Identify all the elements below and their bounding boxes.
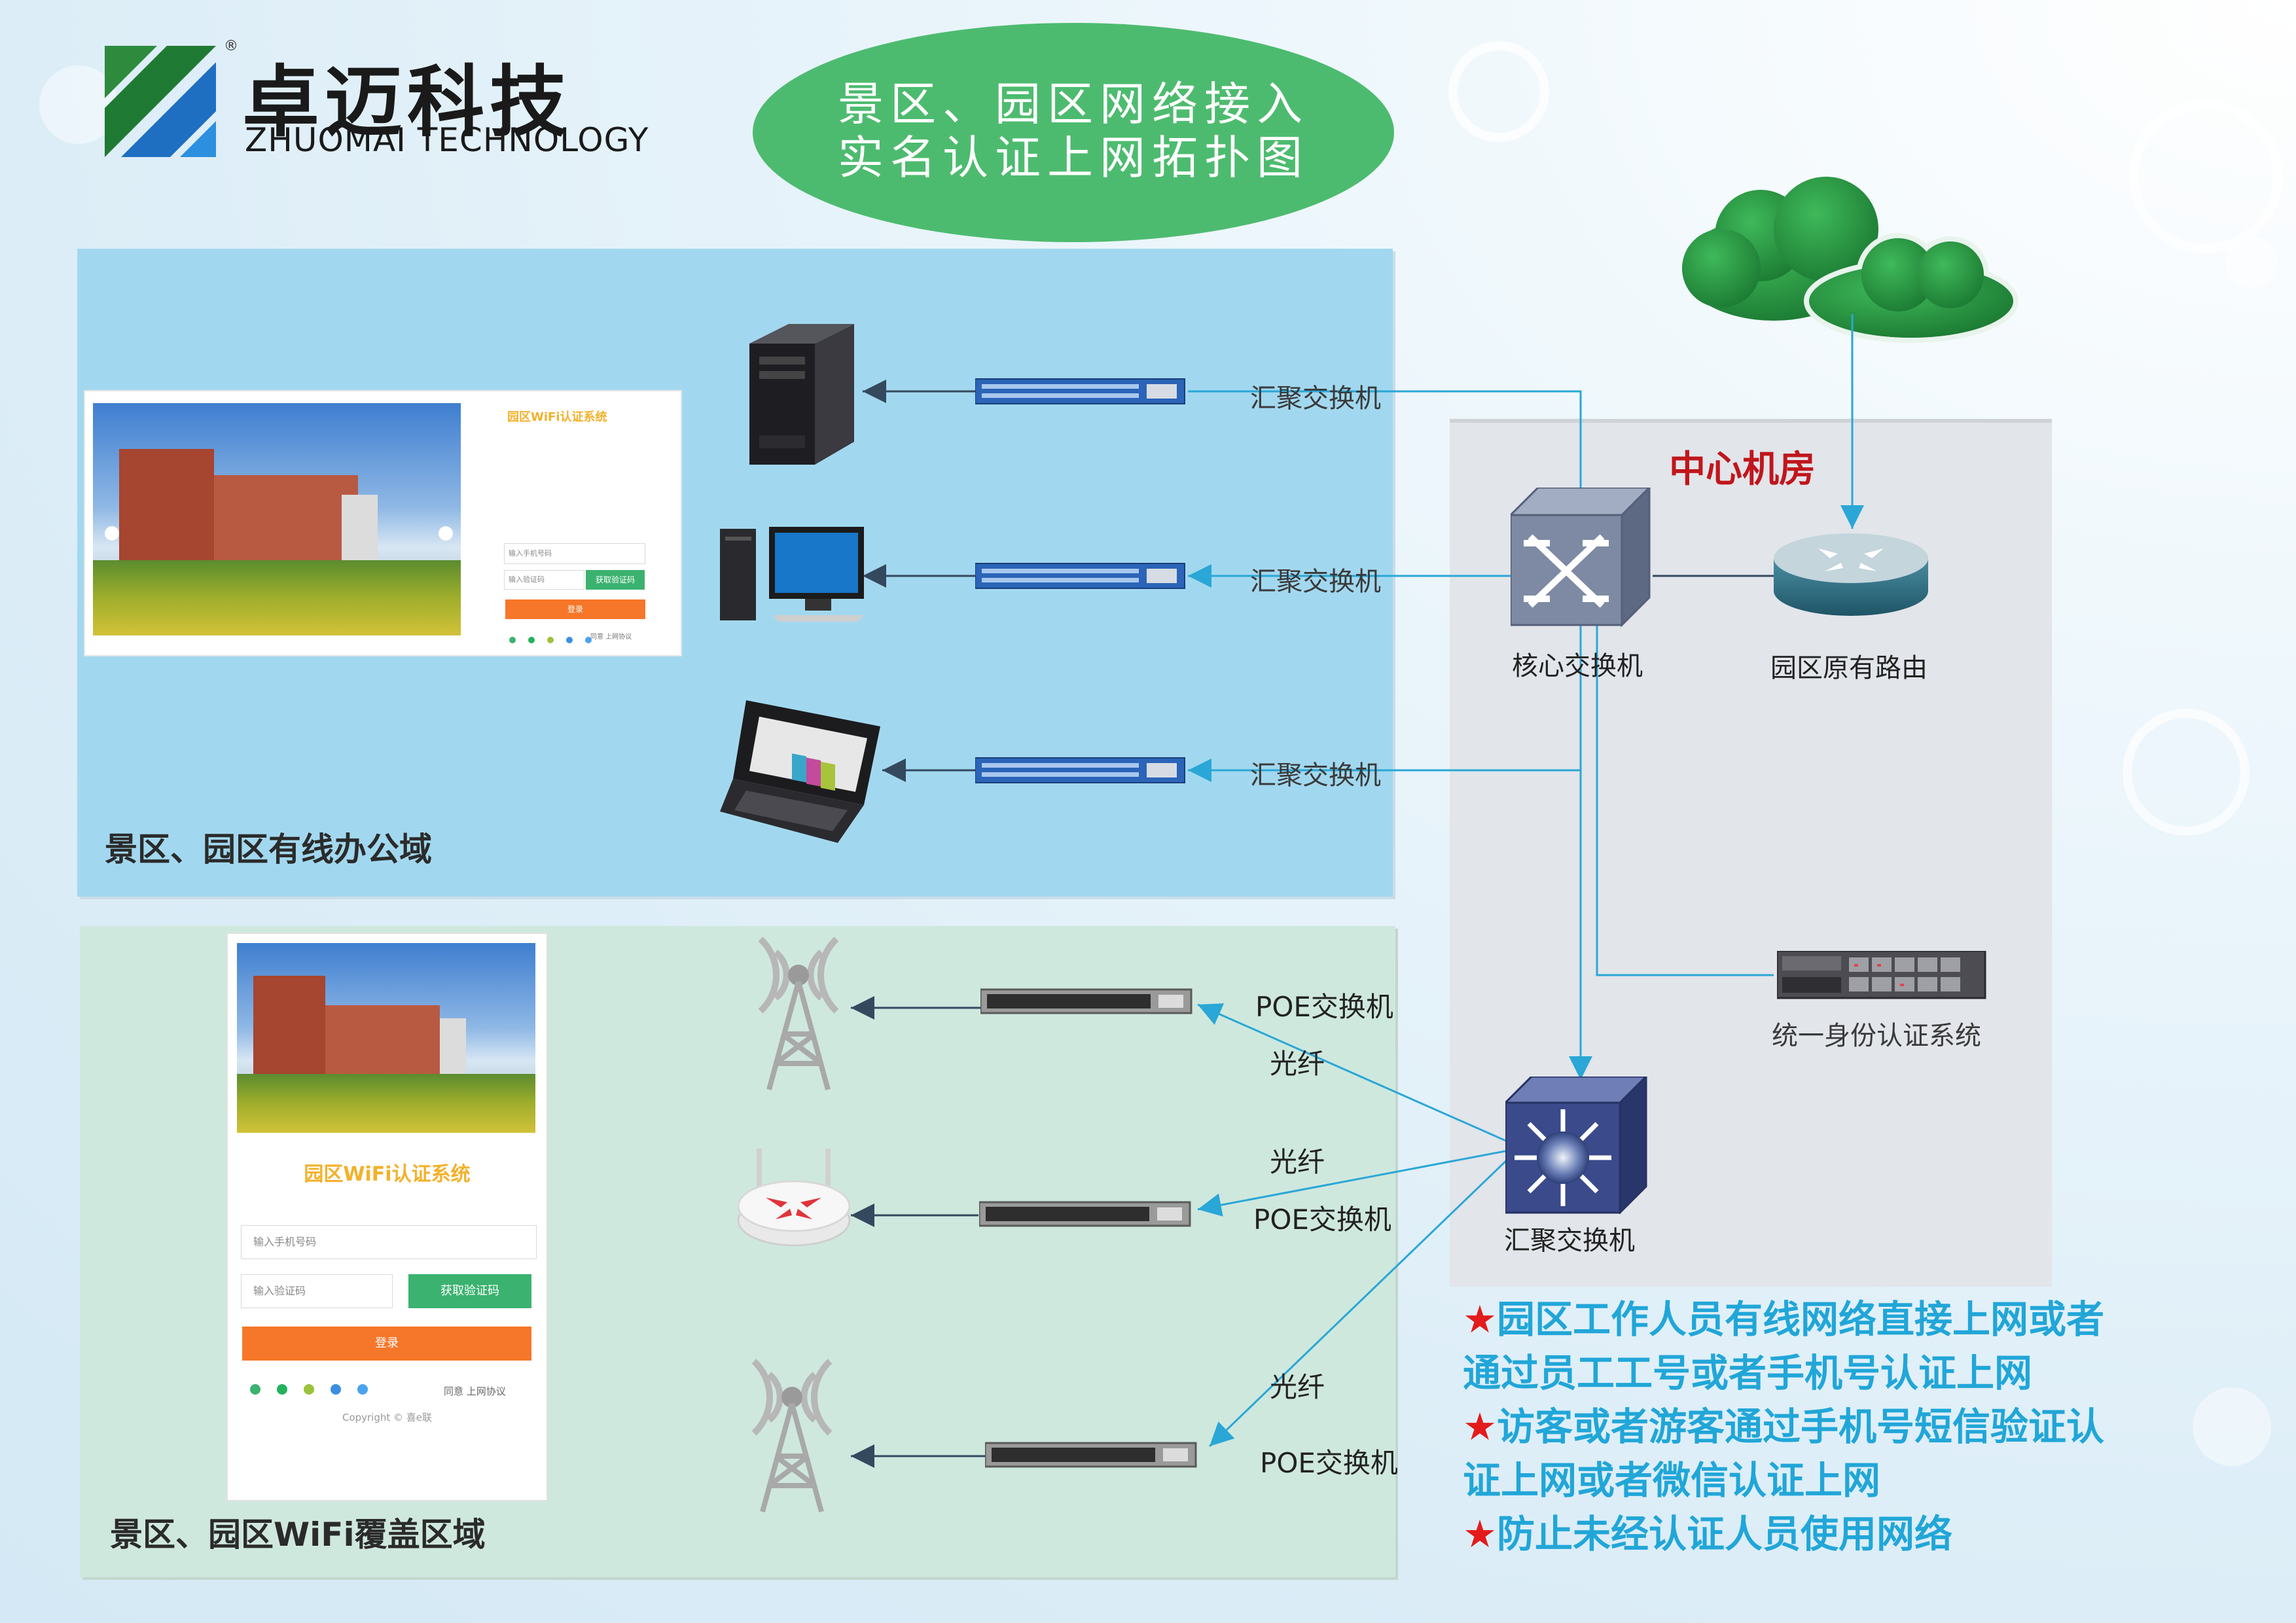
social-login-icons[interactable] bbox=[509, 633, 592, 646]
wifi-login-page-mobile: 园区WiFi认证系统 输入手机号码 输入验证码 获取验证码 登录 同意 上网协议… bbox=[226, 933, 548, 1501]
get-code-button[interactable]: 获取验证码 bbox=[408, 1274, 531, 1308]
desktop-computer-icon bbox=[720, 527, 864, 622]
wifi-login-page-wired: 园区WiFi认证系统 输入手机号码 输入验证码 获取验证码 登录 同意 上网协议 bbox=[84, 390, 682, 656]
wired-zone-label: 景区、园区有线办公域 bbox=[105, 830, 432, 868]
laptop-icon bbox=[720, 700, 880, 843]
login-button[interactable]: 登录 bbox=[242, 1327, 531, 1361]
poe-switch-label: POE交换机 bbox=[1253, 1204, 1391, 1236]
internet-cloud-icon bbox=[1682, 177, 2018, 343]
login-button[interactable]: 登录 bbox=[505, 599, 645, 619]
star-icon: ★ bbox=[1463, 1297, 1497, 1342]
star-icon: ★ bbox=[1463, 1512, 1497, 1556]
aggregation-switch-icon bbox=[975, 757, 1185, 783]
aggregation-switch-icon bbox=[975, 563, 1185, 589]
auth-system-label: 统一身份认证系统 bbox=[1772, 1021, 1981, 1051]
star-icon: ★ bbox=[1463, 1404, 1497, 1449]
aggregation-switch-label: 汇聚交换机 bbox=[1250, 760, 1381, 791]
login-form-title: 园区WiFi认证系统 bbox=[304, 1163, 471, 1186]
get-code-button[interactable]: 获取验证码 bbox=[586, 570, 645, 590]
poe-switch-icon bbox=[980, 988, 1193, 1014]
aggregation-switch-label: 汇聚交换机 bbox=[1250, 567, 1381, 597]
feature-note: ★访客或者游客通过手机号短信验证认证上网或者微信认证上网 bbox=[1463, 1404, 2105, 1503]
feature-note: ★防止未经认证人员使用网络 bbox=[1463, 1512, 1953, 1556]
wireless-tower-icon bbox=[758, 936, 839, 1091]
verification-code-input[interactable]: 输入验证码 bbox=[504, 570, 584, 590]
company-logo-mark bbox=[105, 46, 216, 157]
company-name: 卓迈科技 bbox=[242, 57, 573, 147]
phone-number-input[interactable]: 输入手机号码 bbox=[241, 1225, 537, 1259]
campus-photo bbox=[237, 943, 535, 1133]
wifi-zone-label: 景区、园区WiFi覆盖区域 bbox=[110, 1516, 486, 1554]
company-subtitle: ZHUOMAI TECHNOLOGY bbox=[245, 121, 649, 159]
feature-note: ★园区工作人员有线网络直接上网或者通过员工工号或者手机号认证上网 bbox=[1463, 1297, 2105, 1395]
router-icon bbox=[1774, 533, 1928, 616]
title-line-1: 景区、园区网络接入 bbox=[838, 77, 1309, 131]
aggregation-switch-icon bbox=[975, 378, 1185, 404]
poe-switch-icon bbox=[979, 1201, 1191, 1227]
server-tower-icon bbox=[749, 324, 854, 465]
agree-terms-checkbox[interactable]: 同意 上网协议 bbox=[444, 1385, 506, 1397]
fiber-label: 光纤 bbox=[1270, 1048, 1325, 1080]
carousel-prev-button[interactable] bbox=[105, 526, 119, 541]
aggregation-switch-center-label: 汇聚交换机 bbox=[1504, 1226, 1635, 1256]
campus-photo bbox=[93, 403, 461, 635]
poe-switch-label: POE交换机 bbox=[1255, 991, 1393, 1023]
center-room-title: 中心机房 bbox=[1669, 448, 1816, 491]
title-line-2: 实名认证上网拓扑图 bbox=[838, 131, 1309, 185]
title-ellipse bbox=[753, 23, 1394, 242]
social-login-icons[interactable] bbox=[250, 1384, 368, 1397]
login-form-title: 园区WiFi认证系统 bbox=[507, 410, 607, 424]
core-switch-icon bbox=[1511, 488, 1651, 628]
agree-terms-checkbox[interactable]: 同意 上网协议 bbox=[590, 633, 632, 641]
poe-switch-icon bbox=[985, 1442, 1197, 1468]
aggregation-switch-label: 汇聚交换机 bbox=[1250, 383, 1381, 414]
router-label: 园区原有路由 bbox=[1770, 653, 1928, 683]
diagram-title: 景区、园区网络接入 实名认证上网拓扑图 bbox=[753, 77, 1394, 185]
carousel-next-button[interactable] bbox=[439, 526, 453, 541]
fiber-label: 光纤 bbox=[1270, 1371, 1325, 1403]
rack-server-icon bbox=[1777, 951, 1986, 999]
registered-mark: ® bbox=[224, 38, 238, 54]
phone-number-input[interactable]: 输入手机号码 bbox=[504, 543, 645, 564]
wireless-tower-icon bbox=[751, 1359, 833, 1513]
copyright-text: Copyright © 喜e联 bbox=[342, 1412, 433, 1423]
aggregation-switch-core-icon bbox=[1505, 1077, 1648, 1214]
core-switch-label: 核心交换机 bbox=[1512, 651, 1643, 681]
fiber-label: 光纤 bbox=[1270, 1146, 1325, 1178]
wireless-router-icon bbox=[737, 1149, 851, 1247]
verification-code-input[interactable]: 输入验证码 bbox=[241, 1274, 393, 1308]
feature-notes: ★园区工作人员有线网络直接上网或者通过员工工号或者手机号认证上网 ★访客或者游客… bbox=[1463, 1293, 2117, 1561]
poe-switch-label: POE交换机 bbox=[1260, 1447, 1398, 1479]
